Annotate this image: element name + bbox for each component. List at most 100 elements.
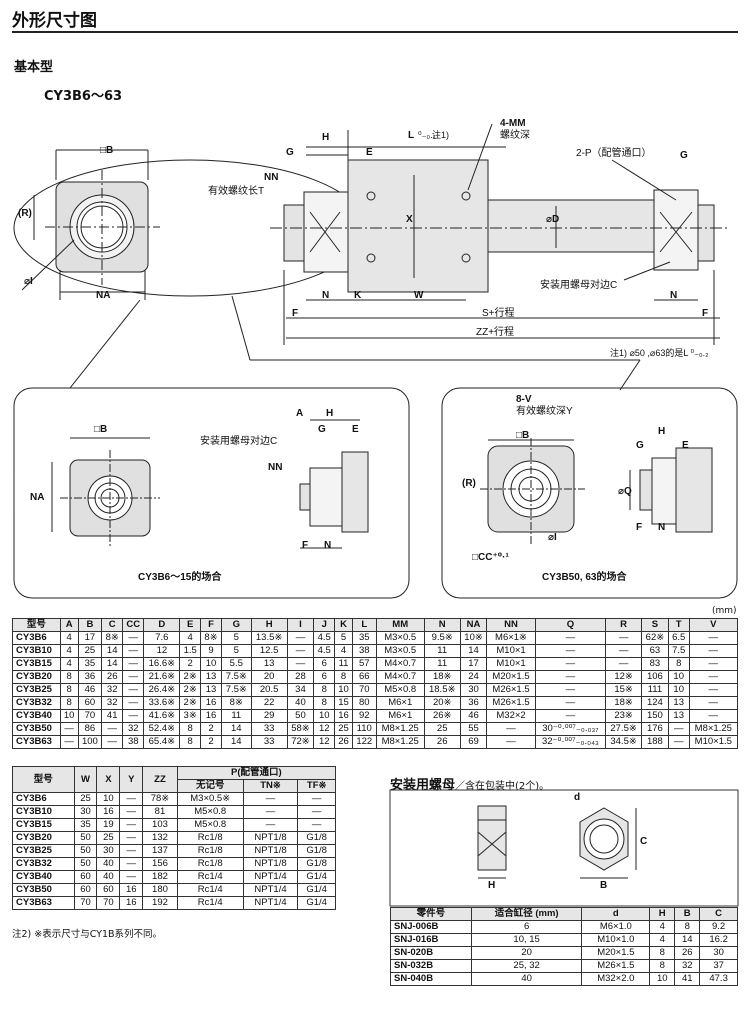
nut-table-cell: 37 — [699, 959, 738, 973]
dimension-table-cell: 18※ — [423, 670, 461, 684]
dimension-table-cell: 8※ — [101, 631, 124, 645]
dimension-table-cell: M5×0.8 — [375, 683, 425, 697]
dimension-table-cell: 6.5 — [667, 631, 690, 645]
port-table-head-w: W — [73, 766, 98, 793]
page-heading: 外形尺寸图 — [12, 11, 97, 31]
dimension-table-header-cell: B — [77, 618, 103, 632]
dimension-table-cell: 63 — [641, 644, 669, 658]
port-table-cell: CY3B50 — [12, 883, 75, 897]
dimension-table-cell: — — [486, 722, 536, 736]
dimension-table-cell: 36 — [459, 696, 488, 710]
dimension-table-cell: CY3B40 — [12, 709, 61, 723]
nut-table-cell: 8 — [649, 959, 676, 973]
dimension-table-cell: 9 — [200, 644, 222, 658]
port-table-cell: — — [119, 831, 144, 845]
dimension-table-cell: 16 — [334, 709, 353, 723]
dimension-table-cell: 58※ — [286, 722, 315, 736]
dimension-table-cell: 2 — [179, 657, 202, 671]
dimension-table-cell: 4 — [334, 644, 353, 658]
nut-table-cell: 4 — [649, 920, 676, 934]
port-table-head-p: P(配管通口) — [176, 766, 337, 780]
dimension-table-cell: — — [667, 722, 690, 736]
dimension-drawing: □B H L ⁰₋₀.₁ 注1) 4-MM 螺纹深 2-P（配管通口） G G … — [13, 118, 738, 599]
port-table-cell: NPT1/8 — [242, 844, 299, 858]
port-table-cell: — — [297, 818, 336, 832]
dimension-table-header-cell: T — [667, 618, 690, 632]
port-table-cell: 35 — [73, 818, 98, 832]
dimension-table-cell: 33.6※ — [143, 696, 181, 710]
port-table-cell: 70 — [73, 896, 98, 910]
dimension-table-cell: 21.6※ — [143, 670, 181, 684]
dimension-table-cell: 30 — [459, 683, 488, 697]
dimension-table-cell: 60 — [77, 696, 103, 710]
dimension-table-cell: M8×1.25 — [375, 735, 425, 749]
dimension-table-cell: 2 — [200, 722, 222, 736]
dimension-table-cell: 50 — [286, 709, 315, 723]
dimension-table-cell: 35 — [351, 631, 377, 645]
nut-table-header-cell: d — [581, 907, 651, 921]
dimension-table-cell: — — [101, 735, 124, 749]
dimension-table-header-cell: F — [200, 618, 222, 632]
dimension-table-cell: M26×1.5 — [486, 696, 536, 710]
dimension-table-header-cell: I — [286, 618, 315, 632]
dimension-table-cell: 188 — [641, 735, 669, 749]
small-label-e: E — [352, 424, 359, 435]
small-label-n: N — [324, 540, 331, 551]
dimension-table-cell: — — [534, 670, 607, 684]
port-table-cell: G1/8 — [297, 857, 336, 871]
small-label-h: H — [326, 408, 333, 419]
label-d: ⌀D — [546, 214, 559, 225]
port-table-cell: 40 — [96, 870, 121, 884]
nut-label-h: H — [488, 880, 495, 891]
dimension-table-cell: 110 — [351, 722, 377, 736]
port-table-head-x: X — [96, 766, 121, 793]
dimension-table-cell: — — [286, 657, 315, 671]
dimension-table-cell: 10 — [334, 683, 353, 697]
dimension-table-cell: 13 — [200, 683, 222, 697]
cylinder-tube — [487, 199, 665, 253]
large-label-cc: □CC⁺⁰·¹ — [472, 552, 509, 563]
dimension-table-cell: 1.5 — [179, 644, 202, 658]
dimension-table-cell: 8 — [334, 670, 353, 684]
dimension-table-cell: — — [59, 735, 79, 749]
small-label-b: □B — [94, 424, 107, 435]
nut-table-cell: M20×1.5 — [581, 946, 651, 960]
dimension-table-cell: 10※ — [459, 631, 488, 645]
dimension-table-cell: M4×0.7 — [375, 657, 425, 671]
dimension-table-cell: 46 — [459, 709, 488, 723]
dimension-table-header-cell: E — [179, 618, 202, 632]
large-label-f: F — [636, 522, 642, 533]
port-table-cell: 10 — [96, 792, 121, 806]
nut-table-cell: 41 — [674, 972, 701, 986]
dimension-table-cell: 13.5※ — [250, 631, 288, 645]
port-table-cell: 156 — [142, 857, 178, 871]
port-table-cell: — — [297, 805, 336, 819]
dimension-table-cell: 11 — [423, 657, 461, 671]
label-n: N — [322, 290, 329, 301]
dimension-table-cell: 111 — [641, 683, 669, 697]
port-table-cell: 103 — [142, 818, 178, 832]
port-table-cell: CY3B63 — [12, 896, 75, 910]
dimension-table-cell: 15※ — [605, 683, 643, 697]
dimension-table-cell: 11 — [220, 709, 252, 723]
dimension-table-cell: 24 — [459, 670, 488, 684]
label-l-tolerance: ⁰₋₀.₁ — [418, 130, 436, 140]
dimension-table-cell: 20 — [250, 670, 288, 684]
dimension-table-cell: 86 — [77, 722, 103, 736]
port-table-cell: 70 — [96, 896, 121, 910]
dimension-table-cell: 5 — [220, 644, 252, 658]
dimension-table-cell: 16 — [200, 696, 222, 710]
port-table-cell: 50 — [73, 857, 98, 871]
dimension-table-header-cell: NA — [459, 618, 488, 632]
nut-table-cell: M6×1.0 — [581, 920, 651, 934]
dimension-table-cell: 20※ — [423, 696, 461, 710]
port-table-head-p-tn: TN※ — [242, 779, 299, 793]
